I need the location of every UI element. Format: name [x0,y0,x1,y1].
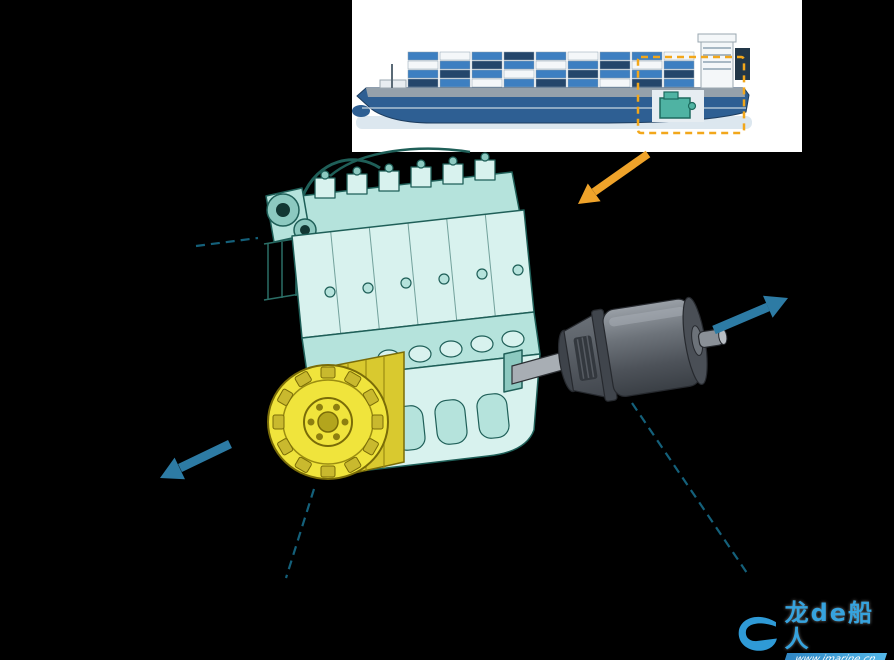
ship-hull-upper-band [366,88,745,97]
flange-center [317,411,339,433]
power-output-arrow-left [160,439,232,480]
imarine-logo-icon [738,616,777,651]
watermark-brand: 龙de船人 [784,599,875,653]
engine-room-highlight-box [636,55,746,135]
cylinder-divisions [330,214,496,334]
funnel [735,48,750,80]
rocker-covers [314,159,496,199]
vent-slot-lines [576,335,595,379]
watermark-url-banner: www.imarine.cn [782,653,887,660]
flange-bolts [307,403,349,441]
dashed-leaders [195,236,748,579]
bulbous-bow [352,105,370,117]
flange-slots [272,366,384,478]
container-ship-illustration [352,0,802,152]
coupling-flange [267,364,389,480]
leader-bottom-left [284,488,316,579]
watermark-text-block: 龙de船人 www.imarine.cn [782,599,894,660]
engine-pipe [329,147,471,177]
main-engine-illustration [263,147,541,474]
body-highlight [609,306,685,327]
container-stacks [407,51,695,88]
turbocharger-bore [276,203,290,217]
leader-left [195,236,259,248]
arrowhead [160,457,185,480]
fuel-pumps [324,264,524,298]
arrowhead [578,183,601,204]
yellow-torsional-coupling-illustration [267,351,405,480]
watermark: 龙de船人 www.imarine.cn [736,600,894,660]
turbocharger-bore-small [300,225,310,235]
engine-pipe [300,158,381,199]
watermark-url: www.imarine.cn [792,654,877,660]
valve-caps [320,152,490,180]
power-output-arrow-right [712,295,788,335]
engine-platform-rails [263,237,301,301]
leader-bottom-right [631,402,748,574]
engine-room-cutaway [652,90,704,122]
shaft-generator-illustration [557,296,728,402]
ship-to-engine-arrow [578,150,651,204]
arrowhead [763,295,788,318]
